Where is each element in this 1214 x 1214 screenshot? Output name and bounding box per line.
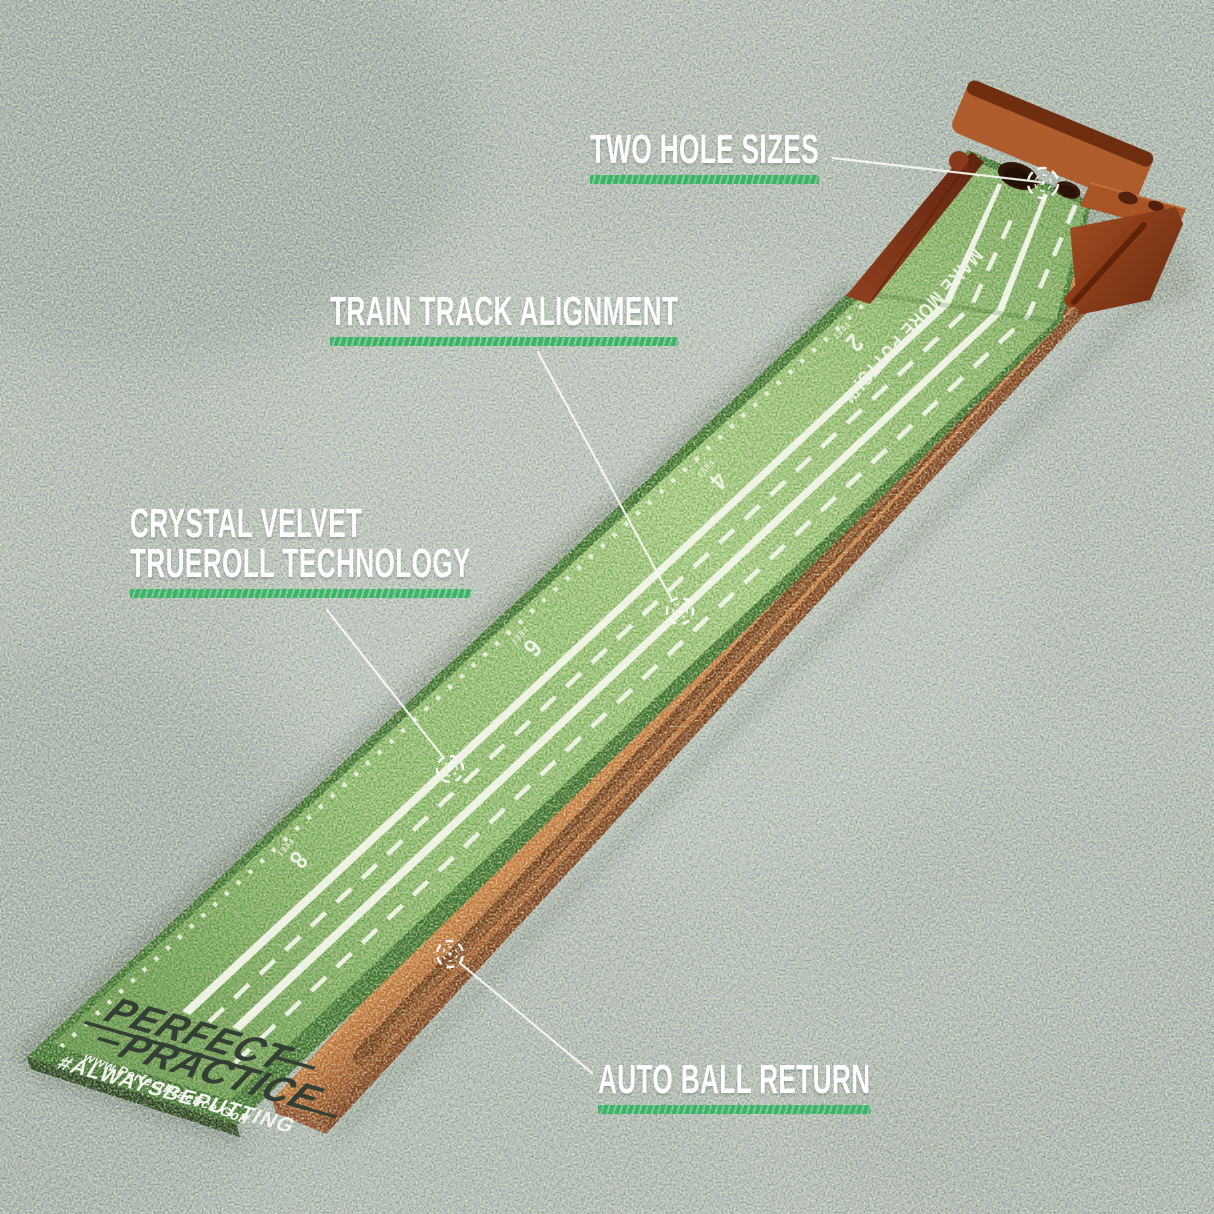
callout-train-track-alignment: TRAIN TRACK ALIGNMENT	[330, 288, 679, 347]
leader-train-track	[536, 350, 674, 602]
callout-underline	[130, 589, 471, 599]
backstop	[952, 80, 1154, 204]
callout-auto-ball-return-label: AUTO BALL RETURN	[598, 1056, 871, 1102]
ball-holder-hole	[1118, 191, 1138, 205]
putting-mat: 8 FEET 6 FEET 4 FEET 2 FEET MAKE MORE PU…	[21, 150, 1092, 1137]
target-marker-icon	[435, 754, 465, 784]
callout-two-hole-sizes: TWO HOLE SIZES	[590, 126, 819, 185]
leader-crystal-velvet	[325, 608, 445, 759]
ball-holder-hole	[1148, 200, 1164, 212]
annotation-markers	[435, 166, 1060, 969]
callout-crystal-velvet-trueroll: CRYSTAL VELVET TRUEROLL TECHNOLOGY	[130, 500, 471, 599]
right-dashed-line	[233, 203, 1079, 1065]
callout-crystal-velvet-line2: TRUEROLL TECHNOLOGY	[130, 540, 471, 587]
callout-underline	[590, 175, 819, 185]
target-marker-icon	[435, 939, 465, 969]
leader-auto-ball-return	[459, 962, 594, 1075]
callout-auto-ball-return: AUTO BALL RETURN	[598, 1056, 871, 1115]
target-marker-icon	[665, 596, 695, 626]
wooden-ramp	[846, 80, 1187, 315]
ramp-bend-shading	[869, 291, 1059, 325]
small-hole	[1055, 181, 1081, 199]
return-chute-wedge	[1064, 207, 1183, 315]
edge-tick-marks	[59, 160, 978, 1049]
callout-underline	[598, 1105, 871, 1115]
callout-crystal-velvet-line1: CRYSTAL VELVET	[130, 500, 363, 546]
callout-train-track-alignment-label: TRAIN TRACK ALIGNMENT	[330, 288, 679, 334]
leader-lines	[325, 156, 1042, 1075]
ball-return-scoop	[357, 1033, 383, 1059]
callout-underline	[330, 337, 679, 347]
leader-two-hole-sizes	[831, 156, 1042, 184]
callout-two-hole-sizes-label: TWO HOLE SIZES	[590, 126, 819, 172]
large-hole	[997, 161, 1039, 191]
